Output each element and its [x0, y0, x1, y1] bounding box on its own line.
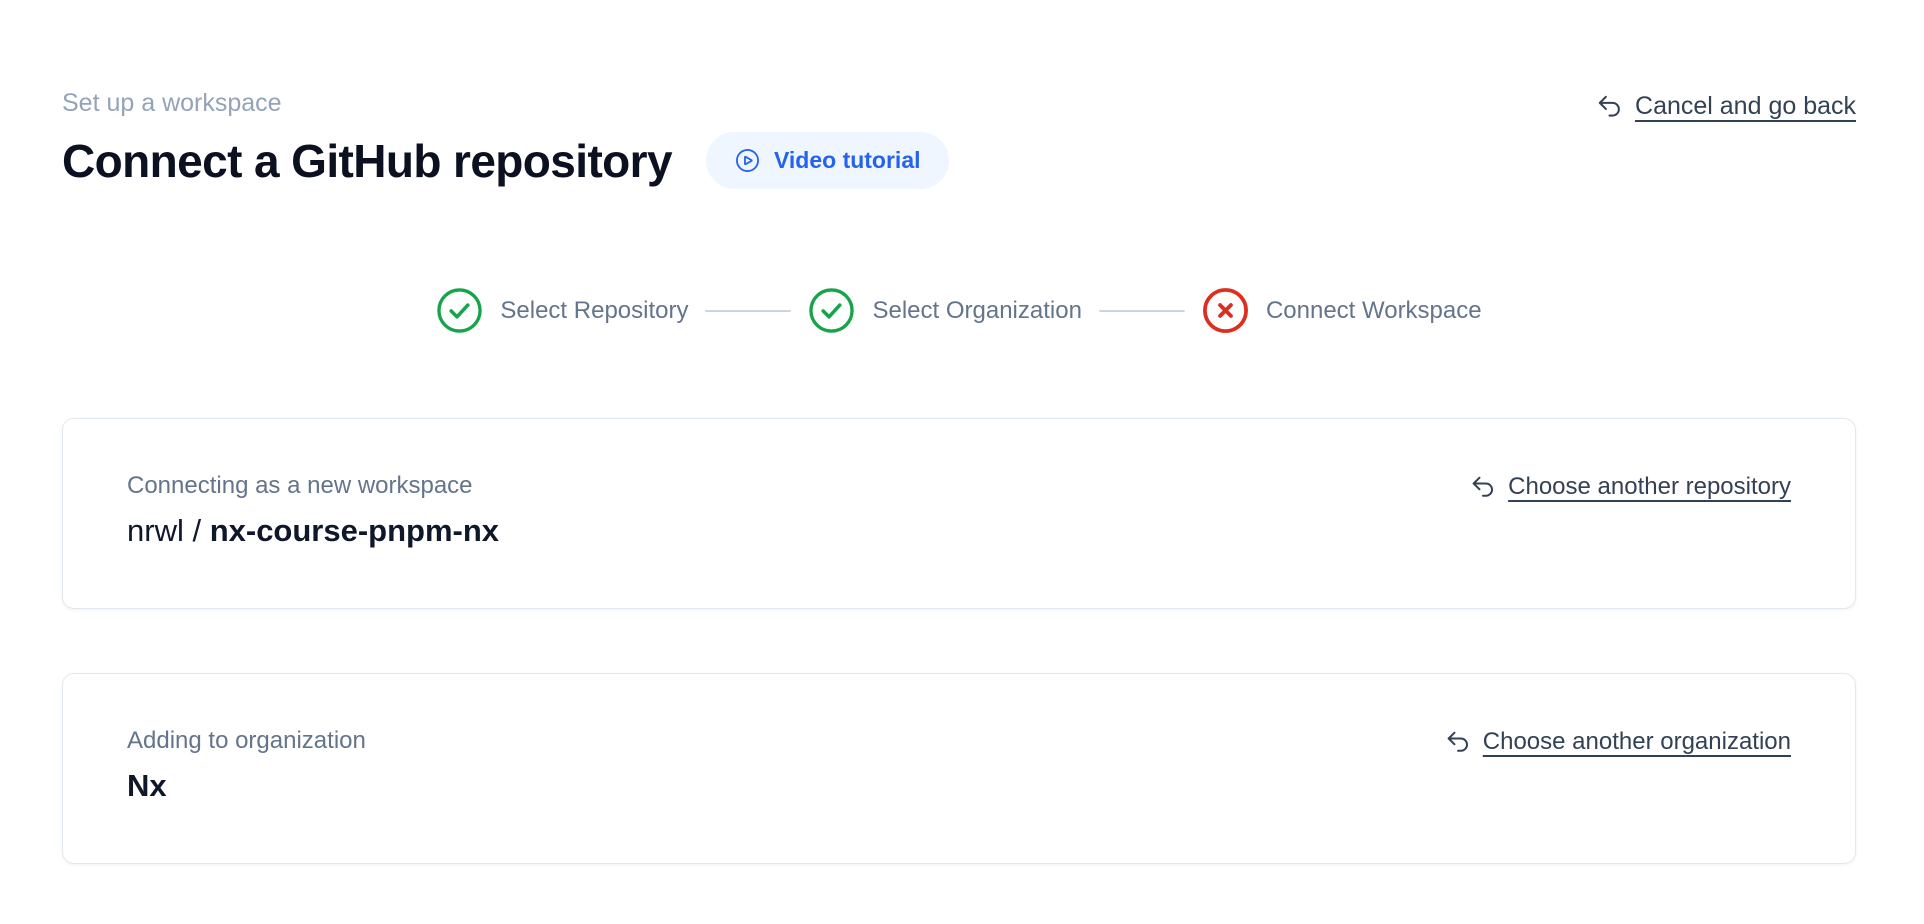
repository-name: nx-course-pnpm-nx — [209, 513, 500, 548]
page-title: Connect a GitHub repository — [62, 134, 673, 187]
repository-card-label: Connecting as a new workspace — [127, 472, 473, 499]
choose-another-organization-label: Choose another organization — [1482, 728, 1791, 755]
check-circle-icon — [436, 287, 483, 334]
step-label: Select Repository — [500, 296, 689, 324]
repository-card-info: Connecting as a new workspace nrwl / nx-… — [127, 471, 499, 550]
check-circle-icon — [808, 287, 855, 334]
step-select-repository: Select Repository — [436, 287, 688, 334]
repository-card: Connecting as a new workspace nrwl / nx-… — [62, 418, 1856, 609]
play-circle-icon — [734, 147, 761, 174]
video-tutorial-button[interactable]: Video tutorial — [705, 132, 949, 189]
step-label: Connect Workspace — [1265, 296, 1482, 324]
step-label: Select Organization — [872, 296, 1082, 324]
step-connector — [1098, 309, 1185, 312]
setup-workspace-page: Set up a workspace Connect a GitHub repo… — [62, 88, 1856, 864]
organization-card-label: Adding to organization — [127, 727, 366, 754]
repository-full-name: nrwl / nx-course-pnpm-nx — [127, 512, 499, 550]
choose-another-repository-label: Choose another repository — [1508, 473, 1791, 500]
undo-arrow-icon — [1469, 473, 1497, 501]
undo-arrow-icon — [1595, 92, 1624, 121]
organization-card: Adding to organization Nx Choose another… — [62, 673, 1856, 864]
repository-owner: nrwl / — [127, 513, 210, 548]
choose-another-organization-link[interactable]: Choose another organization — [1444, 728, 1791, 756]
choose-another-repository-link[interactable]: Choose another repository — [1469, 473, 1791, 501]
x-circle-icon — [1202, 287, 1249, 334]
video-tutorial-label: Video tutorial — [773, 147, 921, 173]
setup-stepper: Select Repository Select Organization Co… — [62, 287, 1856, 334]
step-connector — [705, 309, 792, 312]
step-connect-workspace: Connect Workspace — [1202, 287, 1482, 334]
page-header: Set up a workspace Connect a GitHub repo… — [62, 88, 1856, 189]
organization-name: Nx — [127, 768, 167, 803]
cancel-and-go-back-link[interactable]: Cancel and go back — [1595, 92, 1856, 121]
undo-arrow-icon — [1444, 728, 1472, 756]
organization-card-info: Adding to organization Nx — [127, 726, 366, 805]
header-left: Set up a workspace Connect a GitHub repo… — [62, 88, 949, 189]
title-row: Connect a GitHub repository Video tutori… — [62, 132, 949, 189]
eyebrow-label: Set up a workspace — [62, 89, 282, 117]
step-select-organization: Select Organization — [808, 287, 1082, 334]
cancel-and-go-back-label: Cancel and go back — [1635, 92, 1856, 120]
